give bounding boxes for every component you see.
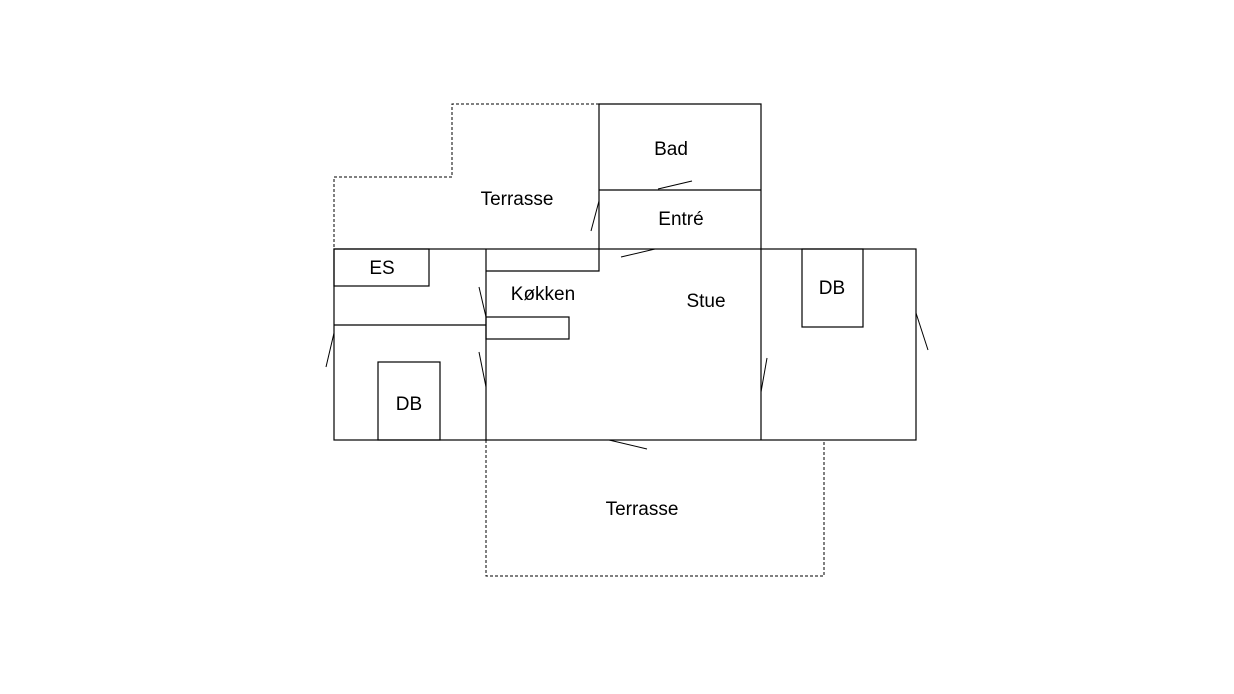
doors [325,180,929,450]
door-left-outer [325,332,335,368]
terrasse-top-area [333,103,599,249]
label-terrasse-top: Terrasse [481,189,554,210]
label-terrasse-bottom: Terrasse [606,499,679,520]
door-terrasse-bottom [608,439,648,450]
label-stue: Stue [686,291,725,312]
room-labels: Terrasse Bad Entré ES Køkken Stue DB DB … [369,139,845,520]
door-entre-stue [620,248,656,258]
label-entre: Entré [658,209,703,230]
label-kokken: Køkken [511,284,575,305]
terrasse-bottom-area [485,440,825,577]
terrasse-top-dotted-edge [333,103,599,249]
kitchen-top-wall [486,249,600,272]
label-db-left: DB [396,394,422,415]
bad-entre-wall [598,103,762,249]
db-right-bed [801,248,864,328]
db-left-bed [377,361,441,441]
es-box [333,248,430,287]
label-es: ES [369,258,394,279]
kitchen-counter [485,316,570,340]
walls [333,103,917,441]
label-db-right: DB [819,278,845,299]
door-db-left [478,351,487,388]
outer-wall [333,248,917,441]
terrasse-bottom-dotted-edge [485,440,825,577]
door-right-outer [915,312,929,351]
door-bad [657,180,693,190]
door-entre-terrasse [590,200,600,232]
door-right-room [760,357,768,393]
door-kokken [478,286,487,318]
label-bad: Bad [654,139,688,160]
